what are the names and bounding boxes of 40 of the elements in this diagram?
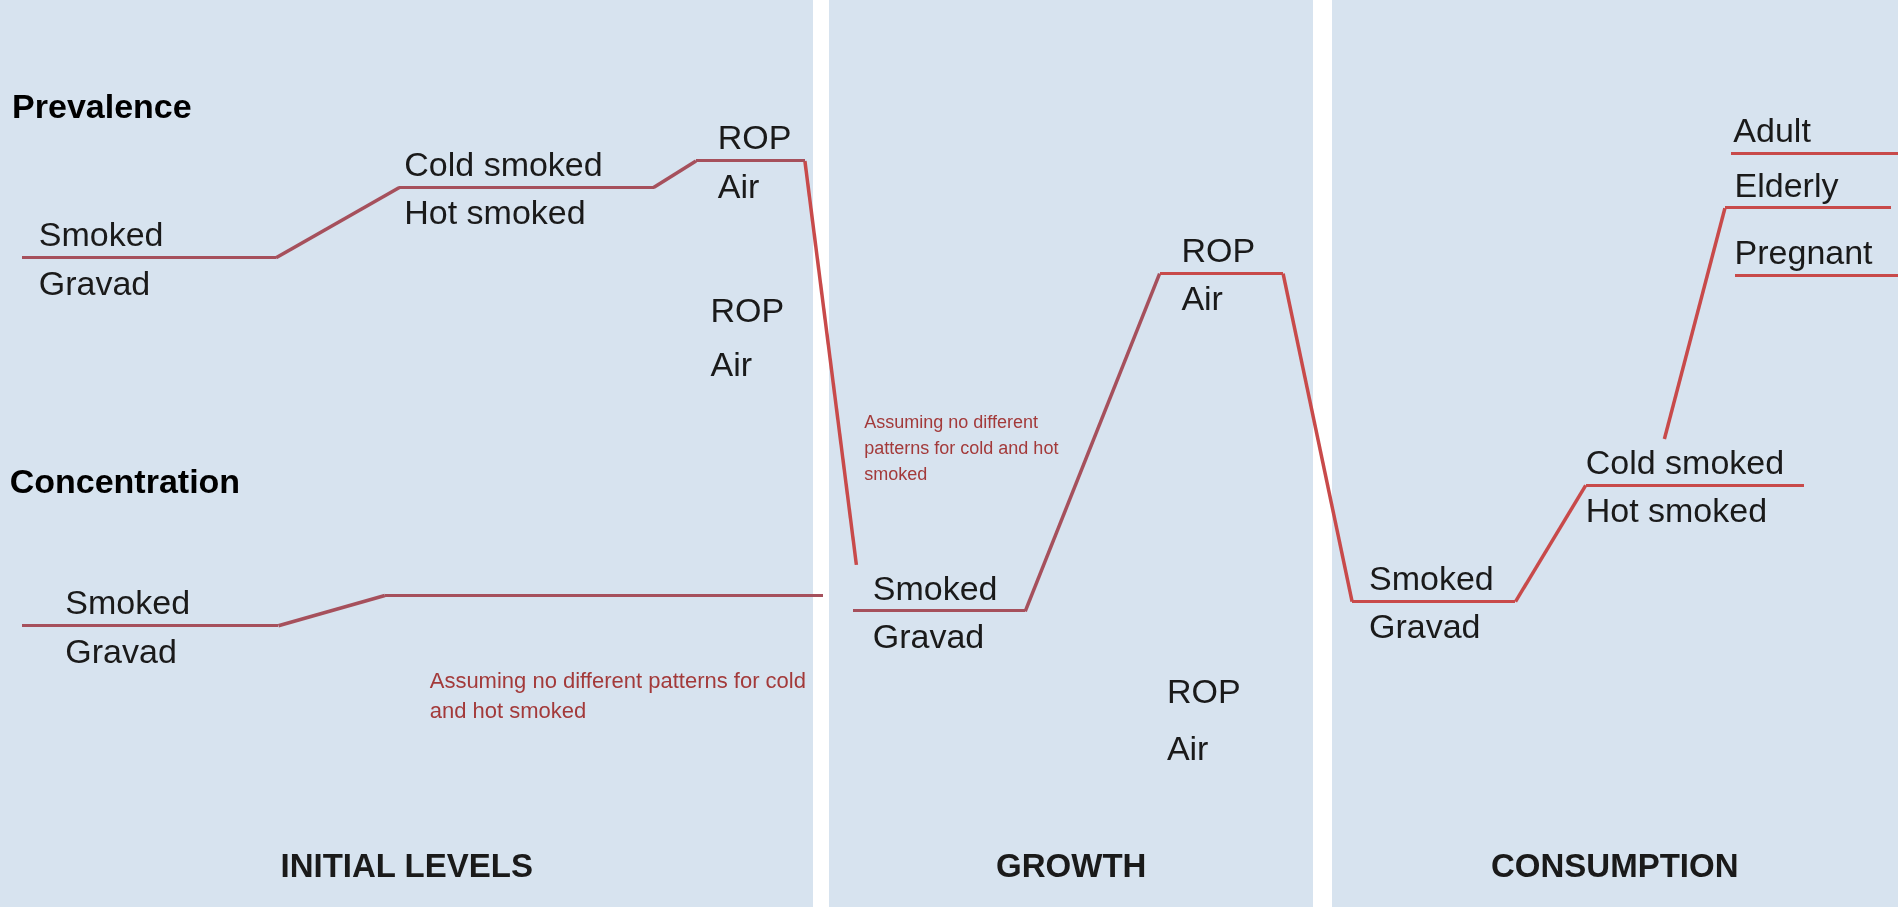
row-heading: Concentration <box>9 462 241 502</box>
level-label: Gravad <box>65 630 177 671</box>
level-label: ROP <box>1166 671 1241 711</box>
level-label: ROP <box>710 290 785 330</box>
annotation-note: Assuming no different patterns for cold and hot smoked <box>429 666 807 725</box>
level-label: Air <box>717 165 760 206</box>
connector-line <box>1662 207 1727 440</box>
level-label: Gravad <box>872 616 985 657</box>
level-label: Hot smoked <box>404 192 586 233</box>
level-label: Pregnant <box>1734 232 1873 273</box>
level-label: Smoked <box>38 214 164 255</box>
level-label: Gravad <box>38 262 151 303</box>
stage-heading: CONSUMPTION <box>1490 846 1740 887</box>
level-label: Cold smoked <box>404 144 603 184</box>
connector-line <box>1281 273 1354 602</box>
stage-heading: INITIAL LEVELS <box>279 846 534 887</box>
level-label: Smoked <box>65 582 191 623</box>
row-heading: Prevalence <box>12 87 192 127</box>
level-label: Hot smoked <box>1585 490 1768 531</box>
level-label: Smoked <box>1369 558 1494 598</box>
annotation-note: Assuming no different patterns for cold and hot smoked <box>864 411 1060 487</box>
level-label: ROP <box>717 117 792 158</box>
stage-heading: GROWTH <box>995 846 1148 887</box>
connector-line <box>652 159 697 190</box>
level-label: Adult <box>1733 110 1811 151</box>
level-label: Air <box>710 344 753 384</box>
connector-line <box>277 593 386 628</box>
connector-line <box>1514 484 1588 603</box>
level-label: Air <box>1166 728 1209 768</box>
level-label: Air <box>1181 278 1223 319</box>
stage-panel <box>1331 0 1898 907</box>
level-label: Gravad <box>1369 606 1481 647</box>
connector-line <box>275 186 401 260</box>
level-label: Smoked <box>872 567 998 608</box>
connector-line <box>803 160 859 566</box>
level-label: Elderly <box>1734 164 1839 205</box>
level-label: ROP <box>1181 229 1256 270</box>
stage-panel <box>829 0 1314 907</box>
connector-line <box>1023 272 1162 612</box>
level-label: Cold smoked <box>1585 441 1785 482</box>
